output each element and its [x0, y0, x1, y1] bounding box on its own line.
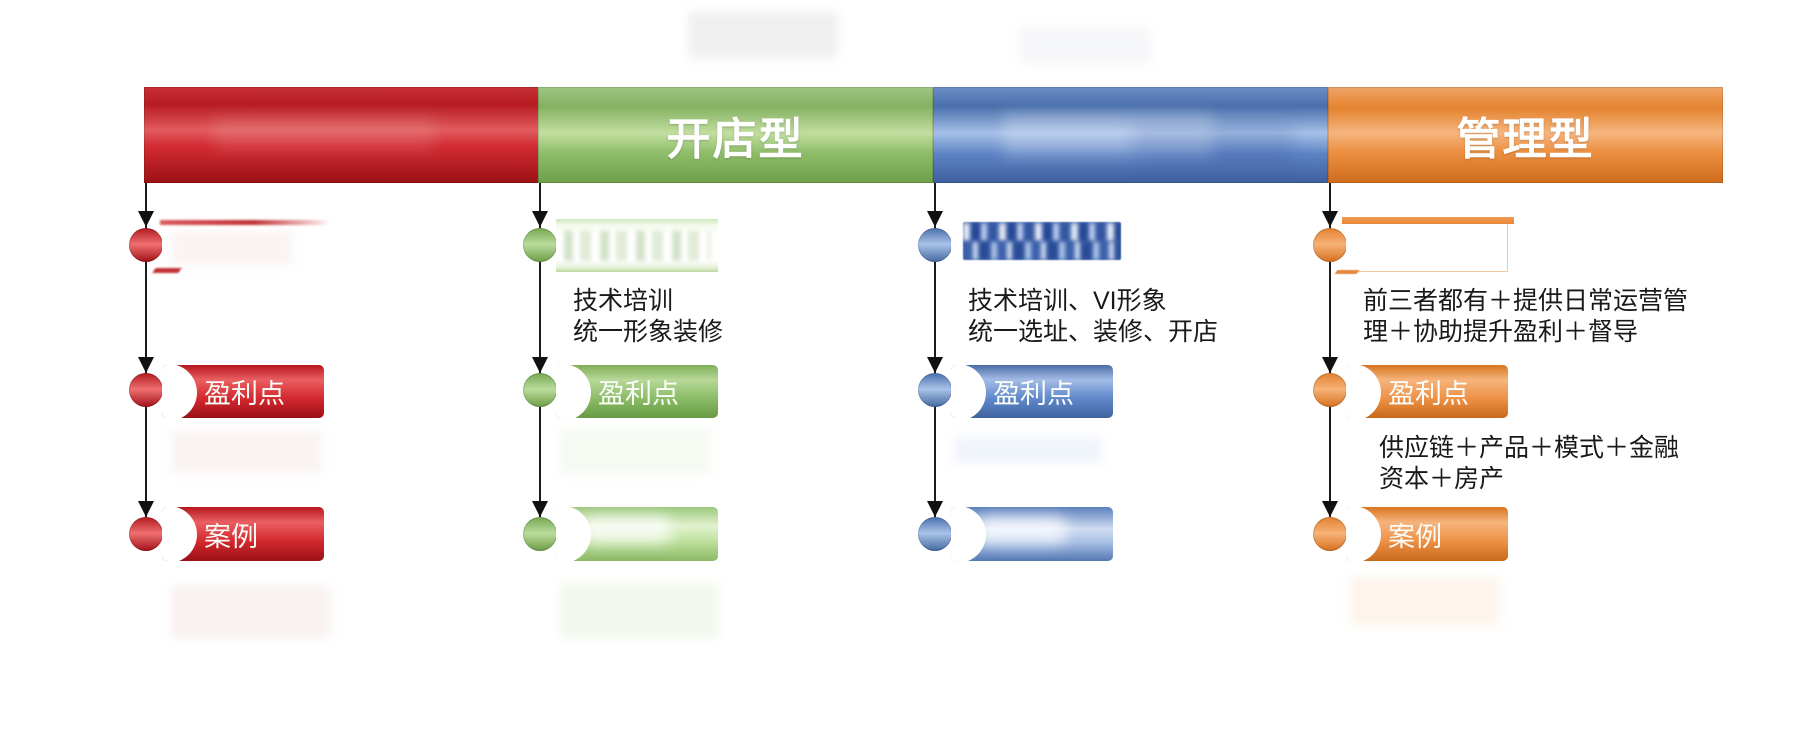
- column-header-blue: [933, 87, 1328, 183]
- connector-line: [1329, 87, 1331, 517]
- blurred-label-box: [556, 219, 718, 272]
- arrow-down-icon: [927, 501, 943, 517]
- node-circle: [523, 373, 557, 407]
- pill-notch: [162, 365, 197, 418]
- pill-notch: [951, 365, 986, 418]
- arrow-down-icon: [532, 501, 548, 517]
- node-circle: [523, 228, 557, 262]
- profit-point-pill: 盈利点: [1346, 365, 1508, 418]
- pill-notch: [1346, 365, 1381, 418]
- node-circle: [523, 517, 557, 551]
- erased-residue: [954, 437, 1102, 463]
- erased-label-box: [152, 219, 330, 273]
- arrow-down-icon: [138, 357, 154, 373]
- erased-red-streak: [160, 220, 330, 225]
- erased-residue: [560, 428, 710, 474]
- orange-top-bar: [1342, 217, 1514, 224]
- node-circle: [918, 517, 952, 551]
- pill-label: 盈利点: [1388, 379, 1469, 409]
- erased-residue: [172, 430, 322, 474]
- node-circle: [129, 228, 163, 262]
- erased-residue: [1350, 577, 1500, 625]
- note-text: 前三者都有＋提供日常运营管 理＋协助提升盈利＋督导: [1363, 287, 1689, 346]
- node-circle: [918, 228, 952, 262]
- blurred-image: [963, 222, 1121, 260]
- connector-line: [539, 87, 541, 517]
- arrow-down-icon: [1322, 357, 1338, 373]
- erased-title-smudge: [1003, 113, 1213, 157]
- arrow-down-icon: [1322, 211, 1338, 227]
- arrow-down-icon: [927, 357, 943, 373]
- blurred-label-box: [951, 219, 1121, 272]
- erased-residue: [172, 231, 292, 265]
- erased-smudge: [688, 12, 838, 58]
- pill-notch: [1346, 507, 1381, 561]
- pill-label: 盈利点: [993, 379, 1074, 409]
- arrow-down-icon: [532, 357, 548, 373]
- column-header-orange: 管理型: [1328, 87, 1723, 183]
- arrow-down-icon: [927, 211, 943, 227]
- erased-smudge: [1020, 28, 1150, 64]
- pill-label: 盈利点: [598, 379, 679, 409]
- pill-label: 案例: [204, 521, 258, 552]
- pill-notch: [162, 507, 197, 561]
- node-circle: [1313, 517, 1347, 551]
- erased-title-smudge: [214, 117, 434, 151]
- note-text: 技术培训、VI形象 统一选址、装修、开店: [968, 287, 1219, 346]
- column-header-green: 开店型: [538, 87, 933, 183]
- blurred-case-pill: [951, 507, 1113, 561]
- arrow-down-icon: [532, 211, 548, 227]
- blurred-case-pill: [556, 507, 718, 561]
- note-text: 供应链＋产品＋模式＋金融 资本＋房产: [1379, 434, 1680, 493]
- node-circle: [1313, 373, 1347, 407]
- arrow-down-icon: [138, 211, 154, 227]
- node-circle: [129, 373, 163, 407]
- note-text: 技术培训 统一形象装修: [573, 287, 724, 346]
- node-circle: [918, 373, 952, 407]
- connector-line: [934, 87, 936, 517]
- blurred-content: [977, 517, 1067, 543]
- pill-notch: [556, 365, 591, 418]
- column-title: 开店型: [666, 115, 805, 164]
- pill-label: 盈利点: [204, 379, 285, 409]
- blurred-content: [582, 517, 672, 543]
- profit-point-pill: 盈利点: [951, 365, 1113, 418]
- profit-point-pill: 盈利点: [162, 365, 324, 418]
- erased-red-dash: [152, 268, 182, 273]
- case-pill: 案例: [162, 507, 324, 561]
- node-circle: [1313, 228, 1347, 262]
- pill-label: 案例: [1388, 521, 1442, 552]
- column-title: 管理型: [1456, 115, 1595, 164]
- connector-line: [145, 87, 147, 517]
- node-circle: [129, 517, 163, 551]
- erased-residue: [560, 583, 718, 638]
- column-header-red: [144, 87, 539, 183]
- blurred-content: [564, 231, 710, 261]
- arrow-down-icon: [138, 501, 154, 517]
- case-pill: 案例: [1346, 507, 1508, 561]
- profit-point-pill: 盈利点: [556, 365, 718, 418]
- arrow-down-icon: [1322, 501, 1338, 517]
- erased-residue: [172, 586, 330, 638]
- orange-dash: [1334, 270, 1360, 274]
- erased-label-box: [1334, 217, 1514, 274]
- erased-title-smudge: [1133, 125, 1293, 165]
